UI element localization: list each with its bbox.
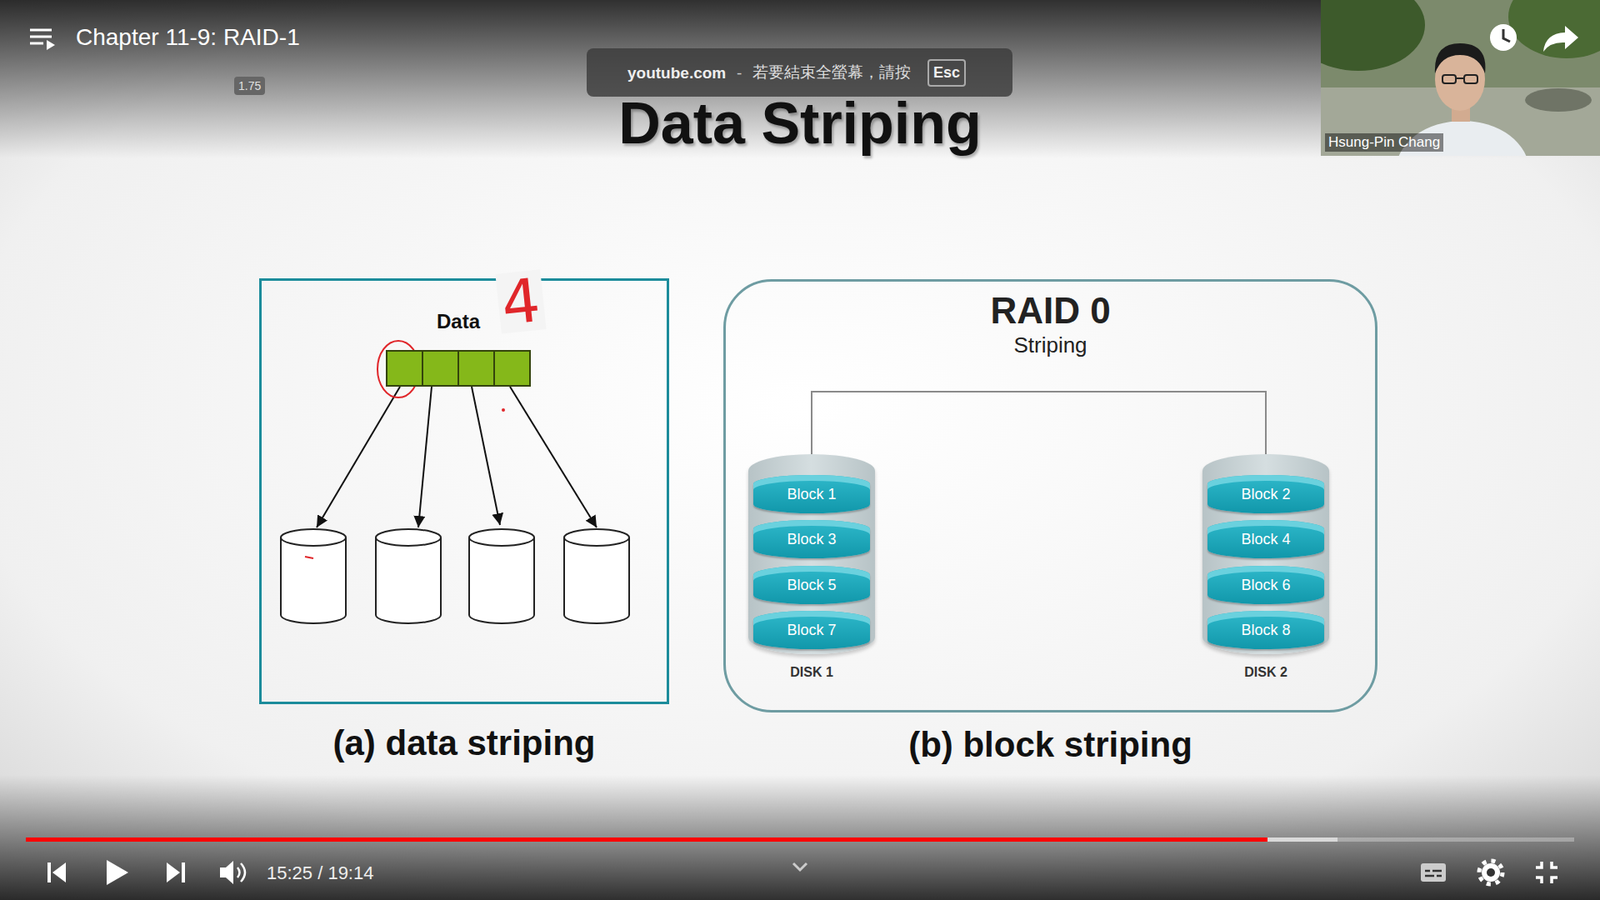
raid-heading: RAID 0 xyxy=(725,290,1375,333)
speed-badge: 1.75 xyxy=(234,76,265,95)
red-annotation-mark xyxy=(305,556,314,559)
notice-site: youtube.com xyxy=(627,64,726,83)
disk-cylinder-top xyxy=(469,529,535,546)
disk-stack: DISK 1 Block 1 Block 3 Block 5 Block 7 xyxy=(748,454,875,684)
next-button xyxy=(181,862,185,883)
disk-block: Block 1 xyxy=(753,475,870,514)
disk-block: Block 5 xyxy=(753,565,870,605)
share-icon xyxy=(1543,25,1579,52)
subtitles-icon xyxy=(1425,870,1442,876)
volume-icon xyxy=(220,860,234,885)
data-cell xyxy=(385,350,424,387)
disk-label: DISK 1 xyxy=(748,665,875,680)
data-heading: Data xyxy=(436,309,480,335)
disk-label: DISK 2 xyxy=(1202,665,1330,680)
block-label: Block 8 xyxy=(1240,621,1290,640)
exit-fullscreen-icon xyxy=(1535,861,1558,884)
chevron-icon xyxy=(793,863,807,870)
disk-block: Block 8 xyxy=(1207,610,1325,650)
data-cell xyxy=(421,350,460,387)
disk-block: Block 7 xyxy=(753,610,870,650)
disk-cylinder-top xyxy=(564,529,630,546)
previous-button xyxy=(47,862,51,883)
webcam-tree xyxy=(1508,0,1600,59)
fullscreen-notice xyxy=(586,48,1013,97)
raid-panel: RAID 0Striping(b) block stripingDISK 1Bl… xyxy=(723,279,1378,713)
notice-text: 若要結束全螢幕，請按 xyxy=(752,63,911,82)
data-cell xyxy=(493,350,531,387)
data-cells xyxy=(385,350,531,387)
block-label: Block 6 xyxy=(1240,576,1290,595)
block-label: Block 1 xyxy=(786,485,836,504)
time-display: 15:25 / 19:14 xyxy=(266,862,374,884)
volume-icon xyxy=(237,863,245,882)
progress-track xyxy=(25,837,1575,842)
disk-block: Block 2 xyxy=(1207,475,1325,514)
next-button xyxy=(166,862,180,883)
striping-arrow xyxy=(510,386,597,528)
block-label: Block 3 xyxy=(786,530,836,549)
video-title: Chapter 11-9: RAID-1 xyxy=(75,24,300,51)
data-cell xyxy=(457,350,495,387)
disk-cylinder-top xyxy=(375,529,441,546)
red-annotation-dot xyxy=(501,408,505,412)
disk-block: Block 4 xyxy=(1207,520,1325,559)
disk-cylinder xyxy=(375,537,441,624)
webcam-tree xyxy=(1320,0,1425,71)
block-label: Block 7 xyxy=(786,621,836,640)
playlist-icon xyxy=(46,40,55,50)
webcam-person-glasses xyxy=(1442,75,1478,84)
webcam-video xyxy=(1320,0,1600,156)
handwritten-number: 4 xyxy=(495,269,546,334)
block-label: Block 5 xyxy=(786,576,836,595)
previous-button xyxy=(52,862,66,883)
notice-key: Esc xyxy=(927,59,966,87)
settings-icon xyxy=(1486,868,1495,877)
stripe-connector xyxy=(811,391,1266,455)
disk-cylinder xyxy=(280,537,346,624)
panel-caption: (a) data striping xyxy=(261,723,667,764)
disk-stack: DISK 2 Block 2 Block 4 Block 6 Block 8 xyxy=(1202,454,1330,684)
disk-cylinder xyxy=(469,537,535,624)
disk-block: Block 6 xyxy=(1207,565,1325,605)
watch-later-icon xyxy=(1503,29,1510,42)
presenter-name: Hsung-Pin Chang xyxy=(1325,133,1444,152)
block-label: Block 4 xyxy=(1240,530,1290,549)
raid-subheading: Striping xyxy=(725,333,1375,359)
striping-arrow xyxy=(471,386,500,525)
progress-played xyxy=(25,837,1268,842)
webcam-rock xyxy=(1525,88,1592,112)
settings-icon xyxy=(1479,860,1503,885)
striping-panel: (a) data stripingData xyxy=(259,278,670,705)
disk-block: Block 3 xyxy=(753,520,870,559)
settings-icon xyxy=(1481,863,1500,882)
watch-later-icon xyxy=(1490,24,1517,51)
disk-cylinder xyxy=(564,537,630,624)
disk-cylinder-top xyxy=(280,529,346,546)
bottom-shade xyxy=(0,775,1600,900)
subtitles-icon xyxy=(1420,863,1446,882)
block-label: Block 2 xyxy=(1240,485,1290,504)
notice-dash: - xyxy=(736,64,742,83)
webcam-person-hair xyxy=(1435,43,1486,74)
play-button xyxy=(106,860,129,885)
progress-buffered xyxy=(25,837,1338,842)
striping-arrow xyxy=(418,386,432,528)
striping-arrow xyxy=(316,386,400,528)
panel-caption: (b) block striping xyxy=(725,725,1375,765)
